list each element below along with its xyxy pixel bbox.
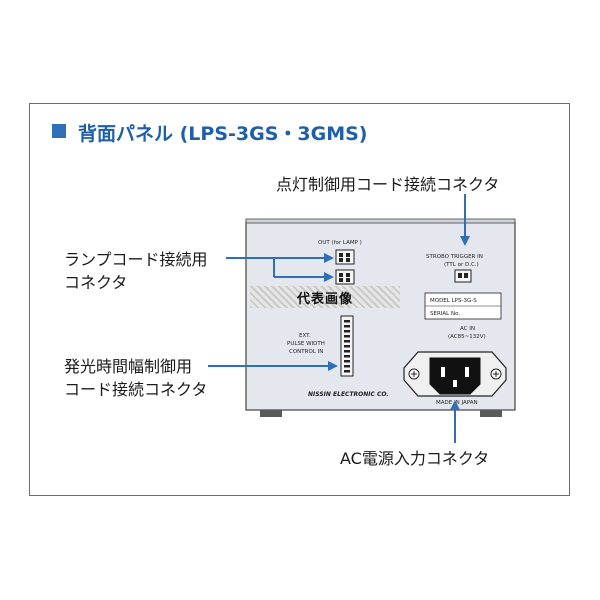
ac-socket [429, 357, 481, 395]
strobo-label: STROBO TRIGGER IN [426, 254, 483, 260]
callout-lighting-connector: 点灯制御用コード接続コネクタ [276, 175, 500, 194]
arrowhead-lamp-top-icon [324, 253, 334, 263]
arrowhead-ac-icon [450, 400, 460, 410]
arrowhead-pulse-icon [328, 361, 338, 371]
device-foot-left [260, 410, 282, 417]
watermark-text: 代表画像 [296, 291, 353, 307]
model-label: MODEL LPS-3G-S [430, 298, 477, 304]
ext-label-line3: CONTROL IN [289, 349, 323, 355]
ext-label-line1: EXT. [299, 333, 311, 339]
maker-label: NISSIN ELECTRONIC CO. [308, 391, 389, 398]
serial-label: SERIAL No. [430, 311, 460, 317]
arrowhead-lamp-bottom-icon [324, 272, 334, 282]
ac-range-label: (AC85~132V) [448, 334, 486, 340]
arrowhead-lighting-icon [460, 236, 470, 246]
ac-in-label: AC IN [460, 326, 475, 332]
ext-label-line2: PULSE WIDTH [287, 341, 325, 347]
callout-lamp-connector-line1: ランプコード接続用 [64, 250, 208, 269]
diagram-title: 背面パネル (LPS-3GS・3GMS) [78, 123, 368, 145]
device-foot-right [480, 410, 502, 417]
strobo-connector [454, 269, 472, 283]
title-bullet-icon [52, 124, 66, 138]
callout-ac-connector: AC電源入力コネクタ [340, 449, 490, 468]
device-top-edge [245, 218, 516, 224]
watermark-banner: 代表画像 [250, 286, 400, 308]
out-connector-top [335, 249, 355, 265]
out-label: OUT (for LAMP ) [318, 240, 362, 246]
callout-lamp-connector-line2: コネクタ [64, 273, 128, 292]
callout-pulse-connector-line1: 発光時間幅制御用 [64, 357, 193, 376]
strobo-sub-label: (TTL or D.C.) [444, 262, 479, 268]
made-in-label: MADE IN JAPAN [436, 400, 478, 406]
callout-pulse-connector-line2: コード接続コネクタ [64, 380, 208, 399]
out-connector-bottom [335, 269, 355, 285]
